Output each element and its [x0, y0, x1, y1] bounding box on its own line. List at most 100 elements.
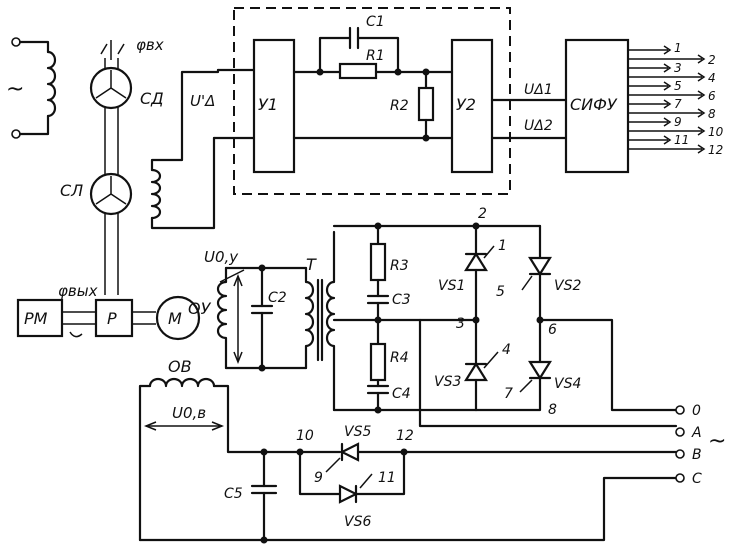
sifu-out-6: 6 — [708, 89, 716, 103]
terminal-wiring — [138, 318, 678, 542]
phi-in-label: φвх — [136, 36, 164, 54]
terminal-0[interactable] — [675, 405, 685, 415]
r3-label: R3 — [390, 258, 409, 274]
sifu-out-8: 8 — [708, 107, 716, 121]
u0v-label: U0,в — [172, 404, 206, 422]
sd-label: СД — [140, 89, 164, 108]
supply-terminal-top[interactable] — [11, 37, 21, 47]
ov-label: ОВ — [168, 357, 192, 376]
vs6-thyristor-icon[interactable] — [338, 484, 359, 504]
vs2-label: VS2 — [554, 278, 581, 294]
sifu-out-10: 10 — [708, 125, 724, 139]
motor-label: М — [168, 309, 182, 328]
t-secondary-winding-icon — [325, 230, 336, 412]
sl-rotor-winding-icon — [150, 168, 162, 220]
r4-label: R4 — [390, 350, 409, 366]
feedback-network: C1 R1 R2 — [292, 14, 454, 142]
sifu-out-1: 1 — [674, 41, 682, 55]
rm-label: РМ — [24, 309, 48, 328]
vs5-label: VS5 — [344, 424, 371, 440]
terminal-b[interactable] — [675, 449, 685, 459]
terminal-c-label: C — [692, 471, 702, 487]
c3-label: C3 — [392, 292, 411, 308]
node-7: 7 — [504, 386, 513, 402]
oy-label: ОУ — [188, 299, 212, 318]
vs5-thyristor-icon[interactable] — [339, 442, 360, 462]
supply-terminal-bottom[interactable] — [11, 129, 21, 139]
sifu-out-12: 12 — [708, 143, 723, 157]
terminal-c[interactable] — [675, 473, 685, 483]
sl-label: СЛ — [60, 181, 83, 200]
p-block — [94, 298, 134, 338]
r1-resistor — [338, 62, 378, 80]
terminal-0-label: 0 — [692, 403, 701, 419]
node-4: 4 — [502, 342, 511, 358]
power-symbol: ~ — [6, 77, 24, 102]
sifu-out-4: 4 — [708, 71, 716, 85]
u2-label: У2 — [456, 95, 476, 114]
sifu-out-7: 7 — [674, 97, 682, 111]
motor-icon — [155, 295, 201, 341]
t-label: Т — [306, 255, 317, 274]
terminal-a-label: A — [691, 425, 702, 441]
u2-to-sifu: UΔ1 UΔ2 — [490, 82, 568, 140]
mechanical-drive: РМ φвых Р М — [16, 282, 201, 341]
terminal-a[interactable] — [675, 427, 685, 437]
selsyn-shaft: φвх СД СЛ — [60, 36, 164, 295]
u-delta1-label: UΔ1 — [524, 82, 553, 98]
u2-block[interactable] — [450, 38, 494, 174]
sifu-out-9: 9 — [674, 115, 682, 129]
node-5: 5 — [496, 284, 505, 300]
r2-label: R2 — [390, 98, 409, 114]
vs6-label: VS6 — [344, 514, 371, 530]
sifu-out-2: 2 — [708, 53, 716, 67]
u-delta-prime-label: U'Δ — [190, 92, 215, 110]
oy-winding-icon — [216, 266, 228, 370]
vs3-label: VS3 — [434, 374, 461, 390]
u-delta2-label: UΔ2 — [524, 118, 553, 134]
sl-output-wiring: U'Δ — [150, 68, 256, 230]
node-9: 9 — [314, 470, 323, 486]
node-1: 1 — [498, 238, 507, 254]
sifu-label: СИФУ — [570, 95, 618, 114]
sifu-block[interactable] — [564, 38, 630, 174]
r3-resistor — [369, 242, 387, 282]
t-primary-winding-icon — [304, 266, 315, 370]
vs2-thyristor-icon[interactable] — [528, 256, 552, 277]
supply-winding-icon — [46, 50, 57, 118]
node-11: 11 — [378, 470, 396, 486]
excitation-section: ОВ U0,в C5 VS5 VS6 10 12 9 11 — [138, 357, 414, 544]
rm-block — [16, 298, 64, 338]
c4-label: C4 — [392, 386, 411, 402]
r4-resistor — [369, 342, 387, 382]
r2-resistor — [417, 86, 435, 122]
node-2: 2 — [478, 206, 487, 222]
c1-label: C1 — [366, 14, 385, 30]
p-label: Р — [107, 309, 117, 328]
vs1-label: VS1 — [438, 278, 465, 294]
node-12: 12 — [396, 428, 414, 444]
vs4-label: VS4 — [554, 376, 581, 392]
ov-winding-icon — [148, 377, 216, 388]
vs1-thyristor-icon[interactable] — [464, 251, 488, 272]
vs4-thyristor-icon[interactable] — [528, 360, 552, 381]
sifu-out-11: 11 — [674, 133, 689, 147]
c2-label: C2 — [268, 290, 287, 306]
u0y-label: U0,у — [204, 248, 239, 266]
u1-label: У1 — [258, 95, 278, 114]
terminal-b-label: B — [692, 447, 702, 463]
c5-label: C5 — [224, 486, 243, 502]
sifu-outputs: 1 2 3 4 5 6 7 8 9 10 11 12 — [628, 41, 724, 157]
u1-block[interactable] — [252, 38, 296, 174]
ac-supply: ~ — [6, 37, 57, 139]
node-10: 10 — [296, 428, 314, 444]
terminals: 0 A B C ~ — [675, 403, 726, 487]
node-8: 8 — [548, 402, 557, 418]
sifu-out-5: 5 — [674, 79, 682, 93]
sifu-out-3: 3 — [674, 61, 682, 75]
node-6: 6 — [548, 322, 557, 338]
output-symbol: ~ — [708, 429, 726, 454]
r1-label: R1 — [366, 48, 385, 64]
vs3-thyristor-icon[interactable] — [464, 361, 488, 382]
